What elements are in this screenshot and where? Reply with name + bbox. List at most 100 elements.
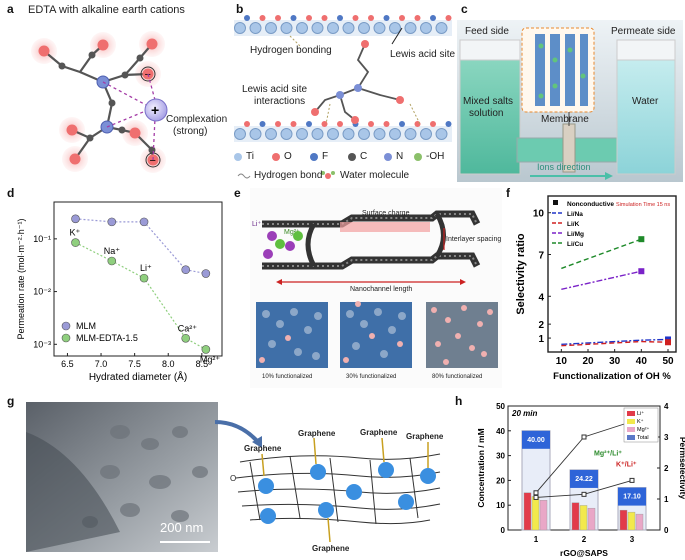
surface-atom (244, 121, 250, 127)
ti-atom (327, 22, 339, 34)
zoom-arrow (214, 420, 260, 444)
data-point (201, 345, 211, 354)
surface-atom (306, 121, 312, 127)
ti-atom (311, 128, 324, 140)
x-tick-label: 50 (662, 356, 674, 367)
surface-atom (337, 15, 343, 21)
component-bar (619, 509, 628, 531)
plus-sign: + (151, 102, 159, 118)
data-point (107, 217, 117, 227)
component-bar (539, 500, 548, 531)
surface-atom (445, 15, 452, 21)
ti-atom (342, 128, 355, 140)
legend-label: Total (637, 435, 649, 441)
data-point (71, 238, 80, 247)
surface-atom (321, 15, 328, 21)
hydrogen-bonding-label: Hydrogen bonding (250, 45, 332, 56)
graphene-label-5: Graphene (312, 544, 350, 553)
y-tick-label: 1 (538, 334, 544, 345)
ti-atom (389, 22, 401, 34)
simulation-box-80 (426, 302, 498, 368)
surface-atom (368, 15, 374, 21)
feed-beaker-top (459, 39, 521, 61)
legend-label: Li/K (567, 221, 580, 228)
surface-atom (290, 121, 297, 127)
graphene-network (235, 453, 441, 525)
legend-swatch-n (384, 153, 392, 161)
y2-tick-label: 1 (664, 495, 669, 504)
mxene-layers (234, 15, 452, 179)
carbon-atoms (58, 51, 156, 154)
y2-axis-label: Permselectivity (678, 437, 685, 500)
legend-swatch (627, 427, 635, 432)
graphene-label-1: Graphene (244, 444, 282, 453)
point-label: Mg²⁺ (200, 354, 220, 364)
surface-atom (399, 121, 405, 127)
component-bar (531, 496, 540, 531)
ti-atom (296, 22, 308, 34)
graphene-label-3: Graphene (360, 428, 398, 437)
legend-swatch-oh (414, 153, 422, 161)
data-point (107, 256, 117, 266)
ti-atom (249, 22, 262, 34)
x-tick-label: 10 (556, 356, 568, 367)
panel-b: b (230, 0, 455, 182)
permeate-beaker-top (616, 39, 676, 61)
complexation-label: Complexation (166, 114, 228, 125)
hbond-legend-label: Hydrogen bond (254, 170, 323, 181)
ti-atom (265, 128, 277, 140)
series-line-2 (561, 340, 669, 347)
permeate-beaker (616, 51, 676, 175)
y-tick-label: 10⁻¹ (33, 234, 51, 244)
surface-atom (290, 15, 297, 21)
panel-label-f: f (506, 186, 510, 200)
legend-label: Li/Cu (567, 241, 583, 248)
ti-atom (280, 128, 293, 140)
y-tick-label: 4 (538, 292, 544, 303)
surface-atom (337, 121, 343, 127)
total-bar-label: 17.10 (623, 494, 641, 501)
y2-tick-label: 3 (664, 433, 669, 442)
point-label: K⁺ (70, 228, 81, 238)
legend-label: Li/Mg (567, 231, 584, 238)
y-tick-label: 10⁻³ (33, 339, 51, 349)
legend-label: MLM (76, 321, 96, 331)
x-axis-label: rGO@SAPS (560, 548, 608, 558)
surface-atom (321, 121, 328, 127)
point-label: Li⁺ (140, 263, 152, 273)
surface-atom (430, 15, 436, 21)
panel-a: a EDTA with alkaline earth cations (0, 0, 230, 180)
legend-label: Li⁺ (637, 410, 644, 417)
series-line-3 (561, 270, 642, 291)
surface-atom (275, 15, 281, 21)
simulation-box-30 (340, 301, 412, 368)
panel-label-h: h (455, 394, 463, 408)
surface-atom (259, 15, 266, 21)
data-point (181, 333, 191, 343)
panel-label-e: e (234, 186, 241, 200)
ti-atom (373, 128, 386, 140)
legend-swatch-ti (234, 153, 242, 161)
legend-label: Mg²⁺ (637, 426, 649, 433)
legend-swatch-o (272, 153, 280, 161)
legend-marker (61, 321, 71, 331)
nanoparticle-icons (258, 462, 436, 524)
panel-g: g 200 n (0, 392, 448, 560)
feed-side-label: Feed side (465, 26, 509, 37)
component-bar (523, 492, 532, 531)
y-tick-label: 20 (496, 476, 505, 485)
graphene-label-4: Graphene (406, 432, 444, 441)
oxygen-label: O (230, 474, 237, 483)
ti-atom (358, 22, 370, 34)
membrane-stack (535, 34, 588, 106)
legend-swatch (627, 435, 635, 440)
ion-label-mg: Mg²⁺ (284, 229, 300, 236)
surface-atom (306, 15, 312, 21)
ti-atom (234, 22, 246, 34)
y-tick-label: 10 (496, 501, 505, 510)
ratio-point (581, 491, 587, 497)
ti-atom (420, 22, 432, 34)
legend-o: O (284, 151, 292, 162)
